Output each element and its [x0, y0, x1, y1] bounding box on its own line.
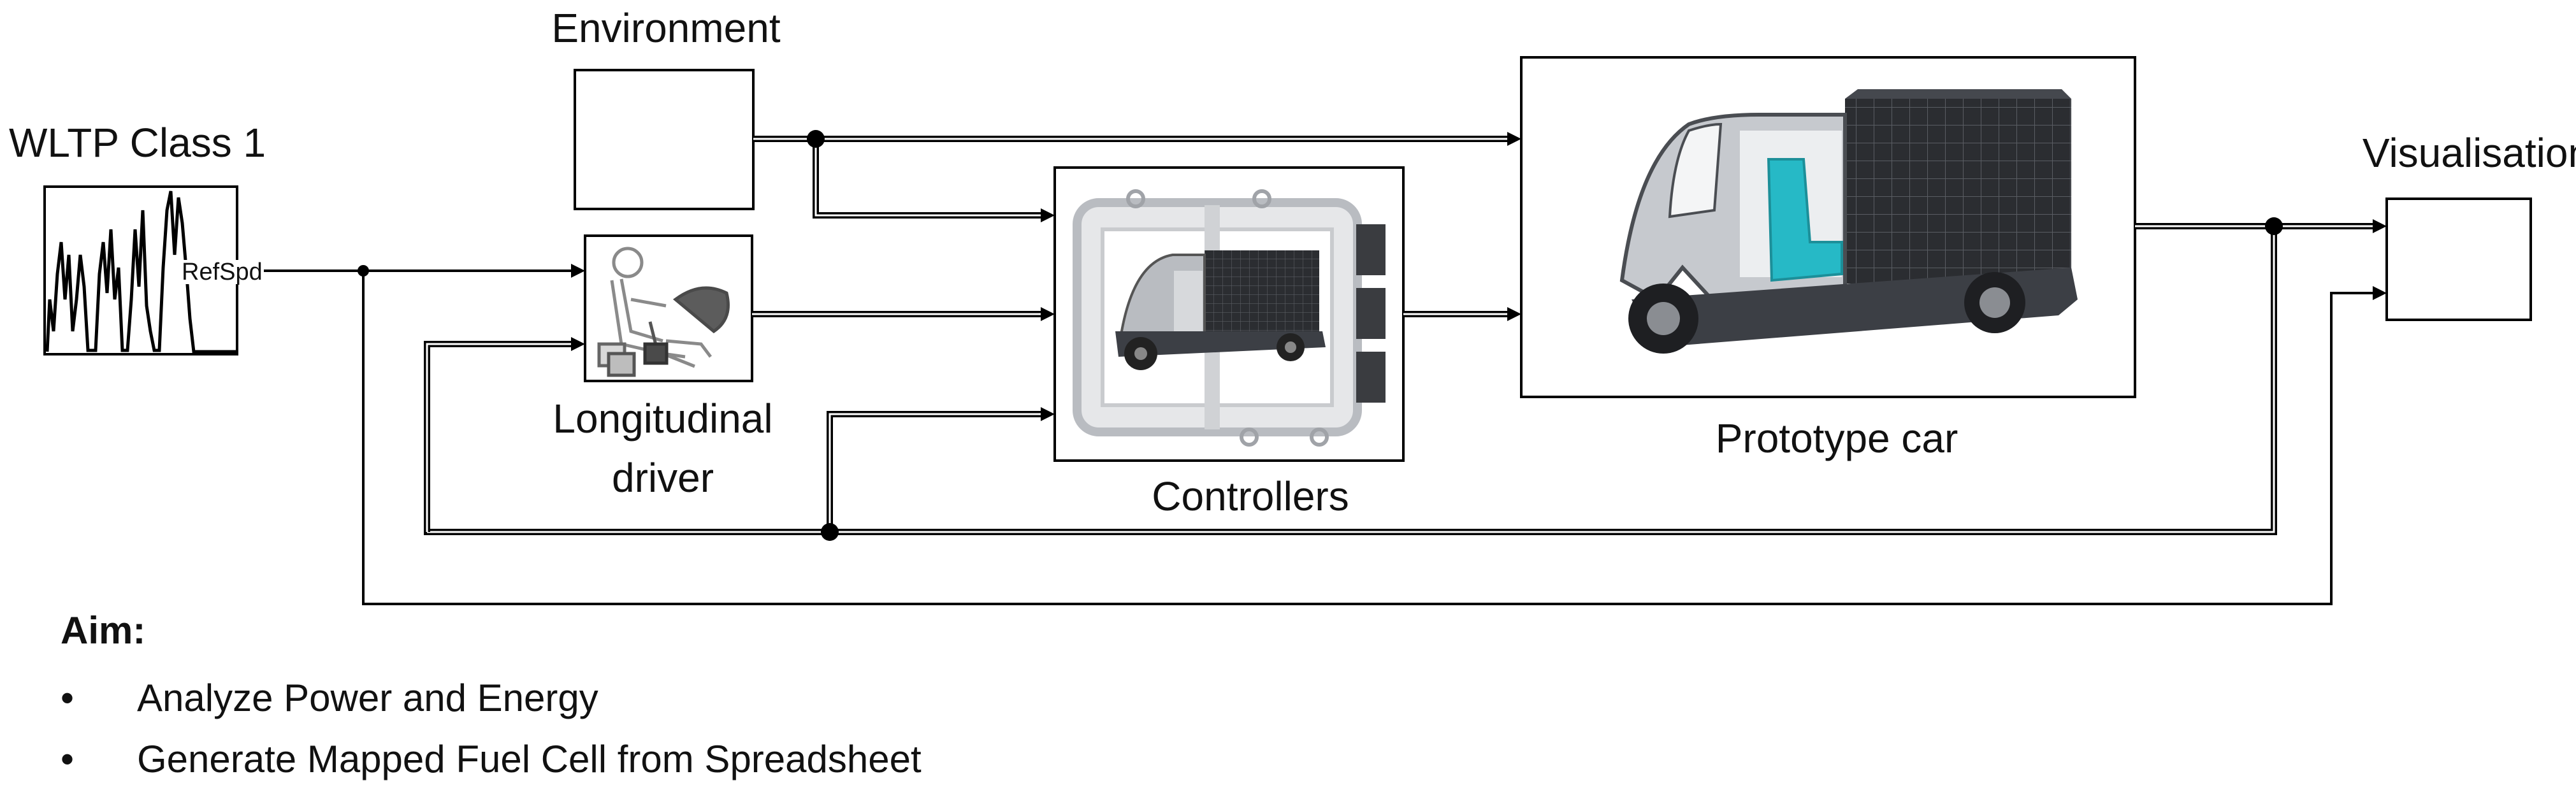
aim-item-text: Analyze Power and Energy: [137, 677, 598, 719]
ecu-vehicle-icon: [1073, 189, 1386, 447]
environment-block[interactable]: [574, 69, 755, 210]
aim-title: Aim:: [61, 609, 146, 652]
visualisation-label: Visualisation: [2362, 130, 2576, 176]
bullet: •: [61, 677, 75, 719]
speed-profile-icon: [45, 190, 236, 354]
prototype-label: Prototype car: [1715, 415, 1958, 461]
aim-item-text: Generate Mapped Fuel Cell from Spreadshe…: [137, 738, 922, 780]
environment-label: Environment: [551, 5, 781, 51]
junction-dots: [358, 130, 2283, 541]
signal-lines: [237, 136, 2376, 605]
driver-label-line2: driver: [611, 455, 714, 501]
aim-list: • Analyze Power and Energy • Generate Ma…: [61, 668, 922, 790]
wltp-label: WLTP Class 1: [9, 120, 266, 166]
bullet: •: [61, 738, 75, 780]
driver-seat-icon: [597, 247, 730, 377]
aim-section: Aim: • Analyze Power and Energy • Genera…: [61, 608, 922, 790]
prototype-car-block[interactable]: [1520, 56, 2136, 398]
arrow-heads: [571, 132, 2387, 421]
refspd-port-label: RefSpd: [180, 259, 264, 285]
controllers-block[interactable]: [1053, 166, 1405, 462]
longitudinal-driver-block[interactable]: [584, 234, 753, 382]
driver-label-line1: Longitudinal: [553, 396, 773, 442]
controllers-label: Controllers: [1152, 473, 1349, 519]
visualisation-block[interactable]: [2385, 198, 2532, 321]
three-wheel-vehicle-icon: [1619, 89, 2078, 354]
aim-item: • Generate Mapped Fuel Cell from Spreads…: [61, 729, 922, 790]
aim-item: • Analyze Power and Energy: [61, 668, 922, 729]
